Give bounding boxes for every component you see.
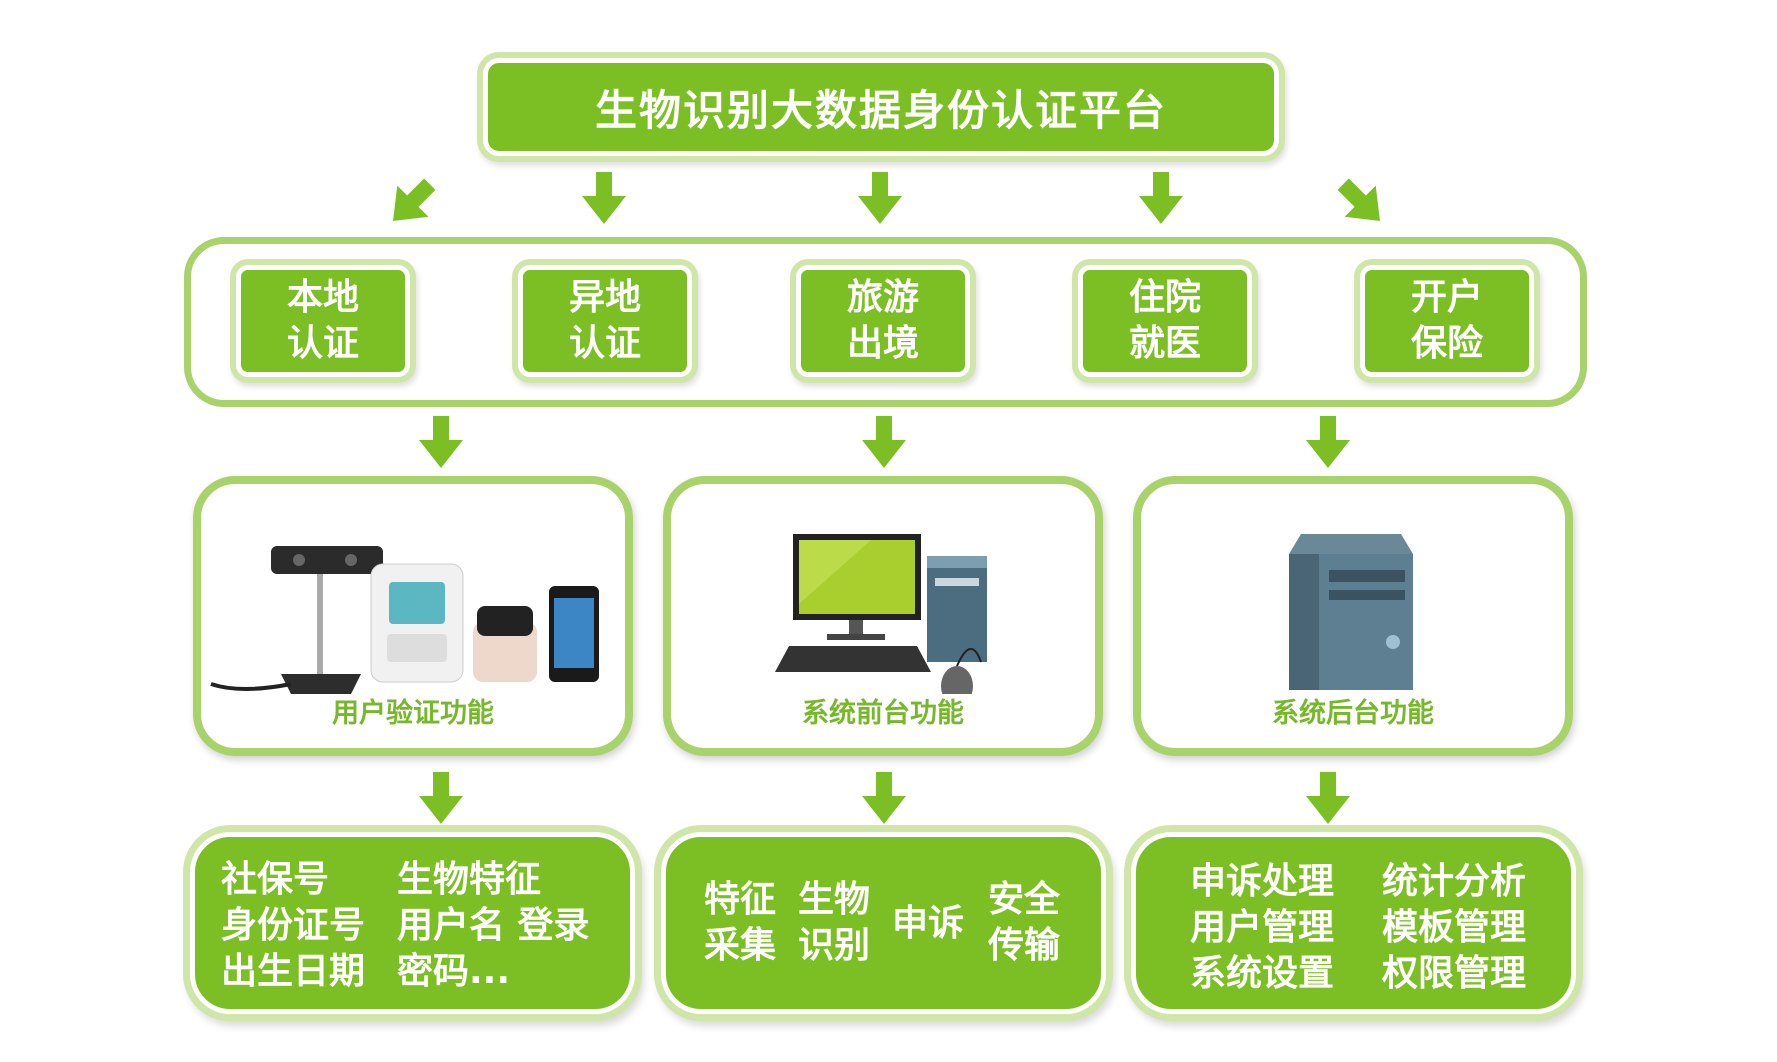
detail-item: 用户管理 [1190, 907, 1335, 948]
arrow-down-icon [1306, 416, 1350, 468]
server-tower-icon [1289, 534, 1413, 690]
platform-title: 生物识别大数据身份认证平台 [483, 58, 1279, 156]
detail-group-secure-transfer: 安全 传输 [988, 877, 1060, 969]
detail-item: 身份证号 [221, 905, 366, 946]
detail-item: 安全 [988, 879, 1061, 920]
detail-system-frontend: 特征 采集 生物 识别 申诉 安全 传输 [661, 832, 1106, 1014]
arrow-down-icon [1139, 172, 1183, 224]
detail-col-1: 申诉处理 用户管理 系统设置 [1190, 859, 1334, 997]
arrow-down-icon [862, 772, 906, 824]
detail-user-verification: 社保号 身份证号 出生日期 生物特征 用户名 登录 密码... [190, 832, 635, 1014]
detail-system-backend: 申诉处理 用户管理 系统设置 统计分析 模板管理 权限管理 [1131, 832, 1576, 1014]
detail-item: 传输 [988, 925, 1061, 966]
detail-col-2: 统计分析 模板管理 权限管理 [1382, 859, 1526, 997]
detail-item: 密码... [397, 951, 511, 992]
arrow-down-icon [419, 772, 463, 824]
arrow-down-icon [1327, 168, 1396, 237]
arrow-down-icon [377, 168, 446, 237]
arrow-down-icon [582, 172, 626, 224]
scenario-remote-auth: 异地认证 [518, 265, 692, 377]
detail-item: 生物特征 [397, 859, 542, 900]
arrow-down-icon [858, 172, 902, 224]
detail-group-feature-collection: 特征 采集 [704, 877, 776, 969]
detail-item: 模板管理 [1382, 907, 1527, 948]
desktop-computer-icon [775, 534, 987, 694]
function-label: 用户验证功能 [332, 698, 494, 729]
detail-item: 采集 [704, 925, 777, 966]
detail-item: 出生日期 [221, 951, 366, 992]
scenario-local-auth: 本地认证 [236, 265, 410, 377]
detail-col-2: 生物特征 用户名 登录 密码... [397, 857, 590, 995]
detail-item: 特征 [704, 879, 777, 920]
detail-item: 权限管理 [1382, 953, 1527, 994]
verification-devices-icon [210, 546, 599, 694]
scenario-account-insurance: 开户保险 [1360, 265, 1534, 377]
detail-col-1: 社保号 身份证号 出生日期 [221, 857, 365, 995]
function-label: 系统前台功能 [802, 698, 964, 729]
detail-item: 社保号 [221, 859, 330, 900]
detail-item: 统计分析 [1382, 861, 1527, 902]
panel-system-frontend: 系统前台功能 [663, 476, 1103, 756]
detail-item: 用户名 登录 [397, 905, 590, 946]
detail-group-bio-recognition: 生物 识别 [798, 877, 870, 969]
function-label: 系统后台功能 [1272, 698, 1434, 729]
arrow-down-icon [419, 416, 463, 468]
arrow-down-icon [1306, 772, 1350, 824]
detail-group-appeal: 申诉 [892, 901, 964, 947]
detail-item: 识别 [798, 925, 871, 966]
panel-user-verification: 用户验证功能 [193, 476, 633, 756]
detail-item: 系统设置 [1190, 953, 1335, 994]
detail-item: 申诉处理 [1190, 861, 1335, 902]
scenario-travel-exit: 旅游出境 [796, 265, 970, 377]
arrow-down-icon [862, 416, 906, 468]
panel-system-backend: 系统后台功能 [1133, 476, 1573, 756]
detail-item: 生物 [798, 879, 871, 920]
scenario-hospital: 住院就医 [1078, 265, 1252, 377]
detail-item: 申诉 [892, 903, 965, 944]
